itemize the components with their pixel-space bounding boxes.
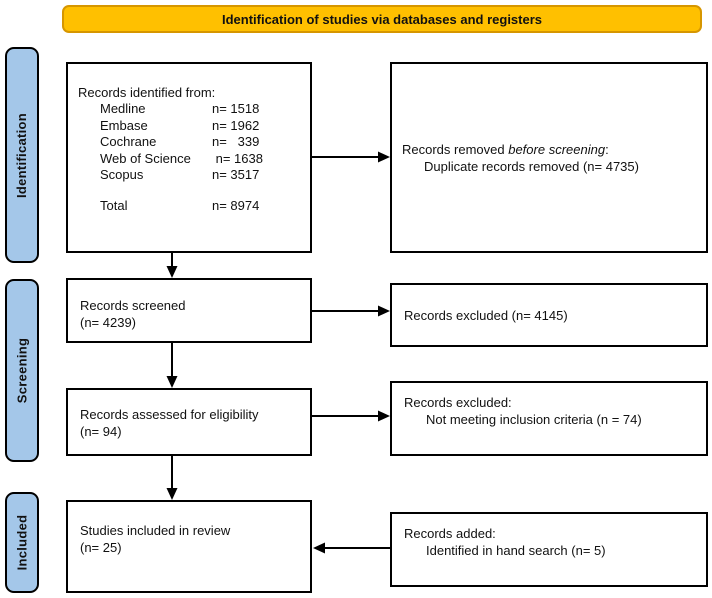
stage-label-text: Screening: [14, 337, 30, 404]
box-studies-included: Studies included in review (n= 25): [66, 500, 312, 593]
source-name: Embase: [100, 117, 148, 133]
source-name: Medline: [100, 101, 146, 116]
stage-label-identification: Identification: [5, 47, 39, 263]
stage-label-screening: Screening: [5, 279, 39, 462]
box-records-excluded-eligibility: Records excluded: Not meeting inclusion …: [390, 381, 708, 456]
arrow-identified-to-removed: [312, 151, 390, 163]
arrow-assessed-to-included: [166, 456, 178, 500]
box-records-assessed: Records assessed for eligibility (n= 94): [66, 388, 312, 456]
box-records-added: Records added: Identified in hand search…: [390, 512, 708, 587]
source-count: n= 1962: [212, 117, 260, 133]
box-records-identified: Records identified from: Medline n= 1518…: [66, 62, 312, 253]
records-excluded2-line1: Records excluded:: [404, 395, 512, 410]
banner-identification-of-studies: Identification of studies via databases …: [62, 5, 702, 33]
records-removed-italic: before screening: [508, 141, 606, 157]
records-excluded2-line2: Not meeting inclusion criteria (n = 74): [426, 412, 642, 427]
source-row-scopus: Scopus n= 3517: [100, 167, 302, 184]
source-count: n= 339: [212, 134, 260, 149]
records-assessed-count: (n= 94): [80, 424, 122, 439]
box-records-excluded-screening: Records excluded (n= 4145): [390, 283, 708, 347]
banner-label: Identification of studies via databases …: [221, 11, 543, 27]
studies-included-count: (n= 25): [80, 540, 122, 555]
records-removed-suffix: :: [605, 141, 609, 157]
arrow-assessed-to-excluded: [312, 410, 390, 422]
records-screened-count: (n= 4239): [80, 315, 137, 330]
stage-label-included: Included: [5, 492, 39, 593]
box-records-removed: Records removed before screening: Duplic…: [390, 62, 708, 253]
total-label: Total: [100, 197, 128, 213]
source-row-cochrane: Cochrane n= 339: [100, 134, 302, 151]
source-name: Web of Science: [100, 150, 191, 166]
studies-included-line1: Studies included in review: [80, 523, 231, 538]
source-count: n= 1518: [212, 101, 260, 116]
records-added-line2: Identified in hand search (n= 5): [426, 543, 606, 558]
source-row-web-of-science: Web of Science n= 1638: [100, 151, 302, 168]
records-identified-title: Records identified from:: [78, 85, 216, 100]
records-removed-line1: Records removed before screening:: [402, 141, 698, 158]
records-removed-prefix: Records removed: [402, 141, 509, 157]
stage-label-text: Identification: [14, 112, 30, 198]
stage-label-text: Included: [14, 514, 30, 571]
records-added-line1: Records added:: [404, 526, 496, 541]
total-count: n= 8974: [212, 197, 260, 213]
source-count: n= 3517: [212, 167, 260, 182]
source-name: Cochrane: [100, 134, 157, 149]
arrow-screened-to-excluded: [312, 305, 390, 317]
source-row-medline: Medline n= 1518: [100, 101, 302, 118]
arrow-identified-to-screened: [166, 253, 178, 278]
arrow-added-to-included: [313, 542, 390, 554]
records-assessed-line1: Records assessed for eligibility: [80, 407, 259, 422]
source-row-total: Total n= 8974: [100, 198, 302, 215]
source-row-embase: Embase n= 1962: [100, 118, 302, 135]
records-excluded-line: Records excluded (n= 4145): [404, 307, 568, 323]
arrow-screened-to-assessed: [166, 343, 178, 388]
source-name: Scopus: [100, 167, 144, 182]
records-screened-line1: Records screened: [80, 298, 186, 313]
box-records-screened: Records screened (n= 4239): [66, 278, 312, 343]
source-count: n= 1638: [212, 150, 263, 166]
records-removed-line2: Duplicate records removed (n= 4735): [424, 158, 639, 174]
